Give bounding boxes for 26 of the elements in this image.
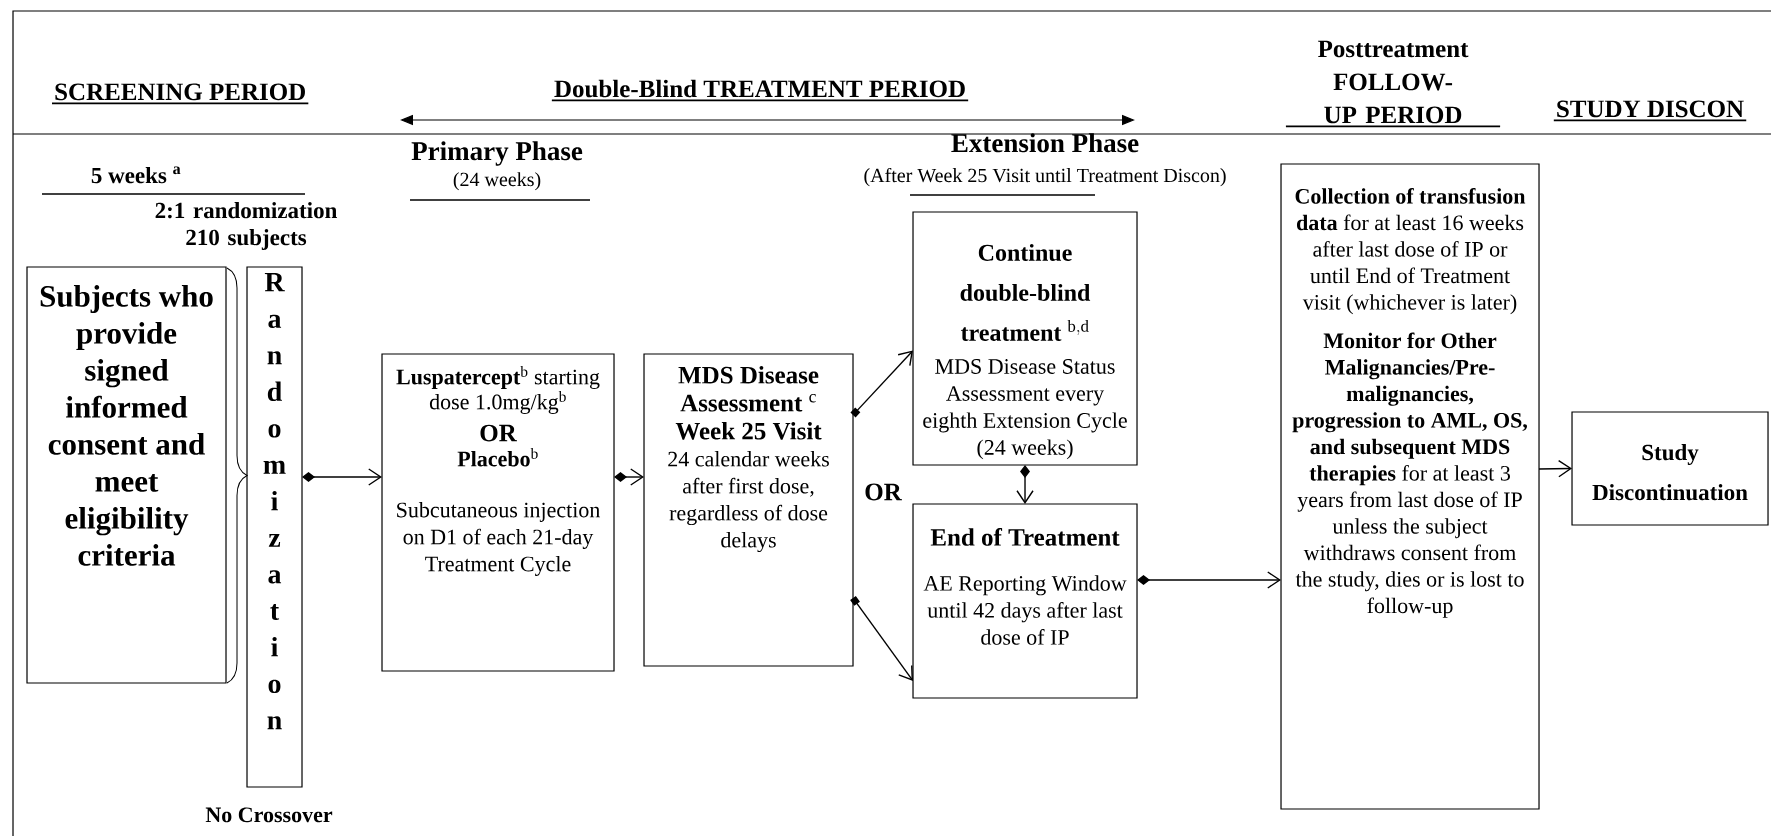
label: 5 weeks $^{a}$ xyxy=(91,166,181,184)
arrow xyxy=(850,350,913,418)
label: 2:1 randomization 210 subjects xyxy=(155,202,337,250)
process-box: MDS Disease Assessment $^{c}$ Week 25 Visit 24 calendar weeks after first dose, regardless of dose delays xyxy=(643,353,854,667)
randomization-box: Randomization xyxy=(246,266,303,788)
discontinuation-box: Study Discontinuation xyxy=(1571,411,1769,526)
arrow xyxy=(1538,460,1573,478)
label: Extension Phase xyxy=(951,133,1139,153)
heading: STUDY DISCON xyxy=(1553,100,1748,122)
arrow xyxy=(1137,571,1281,589)
arrow xyxy=(614,468,644,486)
arrow xyxy=(1016,465,1034,504)
heading: Double-Blind TREATMENT PERIOD xyxy=(551,79,969,102)
heading: SCREENING PERIOD xyxy=(51,83,310,105)
process-box: Luspatercept$^{b}$ starting dose 1.0mg/kg$^{b}$ OR Placebo$^{b}$ Subcutaneous injection on D1 of each 21-day Treatment Cycle xyxy=(381,353,615,672)
process-box: Collection of transfusion data for at least 16 weeks after last dose of IP or until End of Treatment visit (whichever is later) Monitor for Other Malignancies/Pre-malignancies, progression to AML, OS, and subsequent MDS therapies for at least 3 years from last dose of IP unless the subject withdraws consent from the study, dies or is lost to follow-up xyxy=(1280,163,1540,810)
process-box: Continue double-blind treatment $^{\mathrm{b,d}}$ MDS Disease Status Assessment every eighth Extension Cycle (24 weeks) xyxy=(912,211,1138,466)
process-box: End of Treatment AE Reporting Window until 42 days after last dose of IP xyxy=(912,503,1138,699)
label: (24 weeks) xyxy=(453,172,541,191)
heading: Posttreatment FOLLOW-UP PERIOD xyxy=(1285,40,1501,128)
label: No Crossover xyxy=(205,807,333,823)
arrow xyxy=(302,468,382,486)
label: Primary Phase xyxy=(411,141,583,166)
eligibility-box: Subjects who provide signed informed consent and meet eligibility criteria xyxy=(26,266,227,684)
label: (After Week 25 Visit until Treatment Discon) xyxy=(864,167,1226,187)
label: OR xyxy=(865,483,902,501)
